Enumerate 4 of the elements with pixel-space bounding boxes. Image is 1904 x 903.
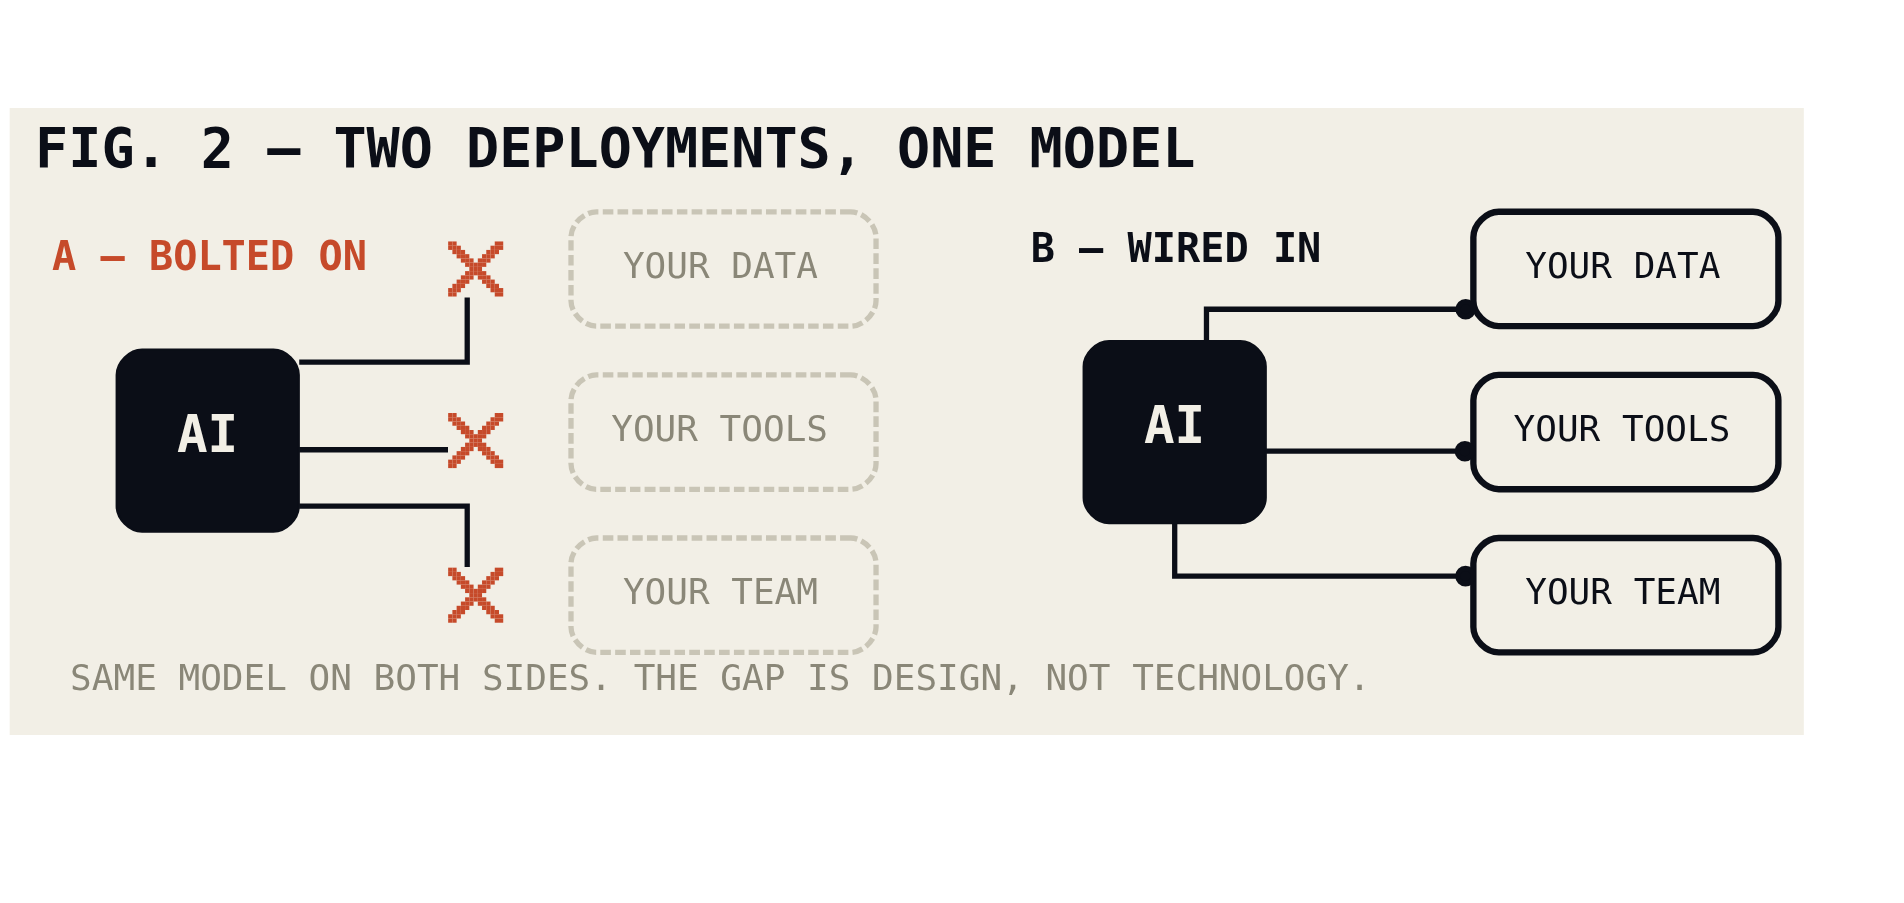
diagram-title: FIG. 2 — TWO DEPLOYMENTS, ONE MODEL	[34, 115, 1195, 180]
label: B — WIRED IN	[1030, 224, 1321, 271]
caption: SAME MODEL ON BOTH SIDES. THE GAP IS DESIGN, NOT TECHNOLOGY.	[69, 656, 1371, 698]
label: A — BOLTED ON	[51, 232, 367, 279]
